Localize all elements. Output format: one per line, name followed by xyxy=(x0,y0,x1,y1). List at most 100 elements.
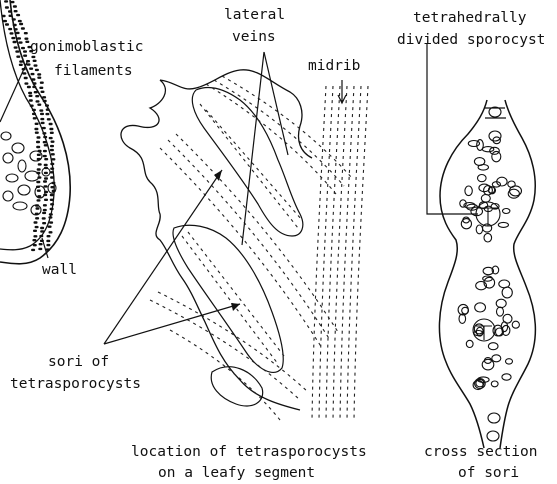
gonimoblast-dot xyxy=(14,10,18,12)
sori-label-line1: sori of xyxy=(48,354,109,370)
gonimoblast-dot xyxy=(24,82,28,84)
sori-leader-2 xyxy=(104,304,240,344)
gonimoblast-dot xyxy=(50,194,54,196)
gonimoblast-dot xyxy=(21,27,25,29)
gonimoblast-dot xyxy=(41,91,45,93)
soral-cell xyxy=(463,217,470,223)
gonimoblast-dot xyxy=(24,38,28,40)
gonimoblast-dot xyxy=(41,122,45,124)
gonimoblast-dot xyxy=(46,244,50,246)
stalk-cell xyxy=(487,431,499,441)
gonimoblast-dot xyxy=(35,69,39,71)
gonimoblast-dot xyxy=(44,185,48,187)
sori-leader-1 xyxy=(104,170,222,344)
gonimoblast-dot xyxy=(31,249,35,251)
gonimoblast-dot xyxy=(32,86,36,88)
soral-cell xyxy=(492,355,501,362)
gonimoblast-dot xyxy=(9,15,13,17)
gonimoblast-dot xyxy=(33,60,37,62)
gonimoblast-dot xyxy=(49,213,53,215)
gonimoblast-dot xyxy=(16,56,20,58)
gonimoblast-dot xyxy=(11,1,15,3)
midrib-strand xyxy=(340,86,354,420)
cross-section-caption-line2: of sori xyxy=(458,465,519,481)
soral-cell xyxy=(478,165,488,171)
gonimoblast-dot xyxy=(34,221,38,223)
gonimoblastic-label-line1: gonimoblastic xyxy=(30,39,144,55)
soral-cell xyxy=(502,374,511,380)
gonimoblast-dot xyxy=(5,23,9,25)
soral-cell xyxy=(503,209,510,214)
vein-strand xyxy=(206,84,336,194)
gonimoblast-dot xyxy=(46,109,50,111)
gonimoblast-dot xyxy=(23,55,27,57)
gonimoblast-dot xyxy=(16,14,20,16)
gonimoblast-dot xyxy=(35,226,39,228)
gonimoblast-dot xyxy=(35,123,39,125)
gonimoblast-dot xyxy=(51,141,55,143)
gonimoblast-dot xyxy=(38,248,42,250)
midrib-strand xyxy=(354,86,368,420)
gonimoblast-dot xyxy=(37,104,41,106)
gonimoblast-dot xyxy=(37,154,41,156)
gonimoblast-dot xyxy=(34,91,38,93)
gonimoblast-dot xyxy=(25,41,29,43)
soral-cell xyxy=(497,307,504,316)
tetrahedral-label-line2: divided sporocyst xyxy=(397,32,545,48)
gonimoblast-filaments xyxy=(2,0,56,251)
segment-margin-left xyxy=(121,80,300,410)
carpospore-cell xyxy=(1,132,11,140)
soral-cell xyxy=(465,186,472,196)
carpospore-cell xyxy=(25,171,39,181)
gonimoblast-dot xyxy=(18,20,22,22)
gonimoblast-dot xyxy=(29,68,33,70)
midrib-strand xyxy=(347,86,361,420)
soral-cell xyxy=(502,287,512,298)
gonimoblast-dot xyxy=(45,113,49,115)
gonimoblast-dot xyxy=(48,216,52,218)
wall-label: wall xyxy=(42,262,77,278)
gonimoblast-dot xyxy=(50,149,54,151)
gonimoblast-dot xyxy=(21,47,25,49)
sori-label-line2: tetrasporocysts xyxy=(10,376,141,392)
vein-strand xyxy=(182,236,278,364)
gonimoblast-dot xyxy=(33,230,37,232)
midrib-label: midrib xyxy=(308,58,360,74)
sorus-lower xyxy=(173,225,283,372)
soral-cell xyxy=(484,233,492,242)
soral-cell xyxy=(483,276,493,281)
gonimoblast-dot xyxy=(11,37,15,39)
gonimoblast-dot xyxy=(44,199,48,201)
gonimoblast-dot xyxy=(51,158,55,160)
gonimoblast-dot xyxy=(38,163,42,165)
gonimoblast-dot xyxy=(37,136,41,138)
gonimoblast-dot xyxy=(31,73,35,75)
gonimoblast-dot xyxy=(39,109,43,111)
gonimoblast-dot xyxy=(50,199,54,201)
midrib-strand xyxy=(312,86,326,420)
tetrasporocyst-cells xyxy=(458,107,521,441)
sorus-basal xyxy=(211,367,262,406)
gonimoblast-dot xyxy=(43,209,47,211)
gonimoblast-dot xyxy=(19,64,23,66)
soral-cell xyxy=(490,147,500,154)
gonimoblast-dot xyxy=(40,230,44,232)
soral-cell xyxy=(508,181,515,187)
gonimoblast-dot xyxy=(50,171,54,173)
gonimoblast-dot xyxy=(40,227,44,229)
gonimoblast-dot xyxy=(49,123,53,125)
gonimoblast-dot xyxy=(13,5,17,7)
sorus-upper xyxy=(192,88,303,236)
cross-section-outline-right xyxy=(500,100,535,448)
location-caption-line2: on a leafy segment xyxy=(158,465,315,481)
gonimoblast-dot xyxy=(47,235,51,237)
gonimoblast-dot xyxy=(43,204,47,206)
gonimoblast-dot xyxy=(50,186,54,188)
soral-cell xyxy=(481,195,490,203)
gonimoblast-dot xyxy=(13,41,17,43)
cross-section-caption-line1: cross section xyxy=(424,444,538,460)
gonimoblast-dot xyxy=(50,145,54,147)
soral-cell xyxy=(477,140,484,151)
gonimoblast-dot xyxy=(44,144,48,146)
gonimoblast-dot xyxy=(40,113,44,115)
